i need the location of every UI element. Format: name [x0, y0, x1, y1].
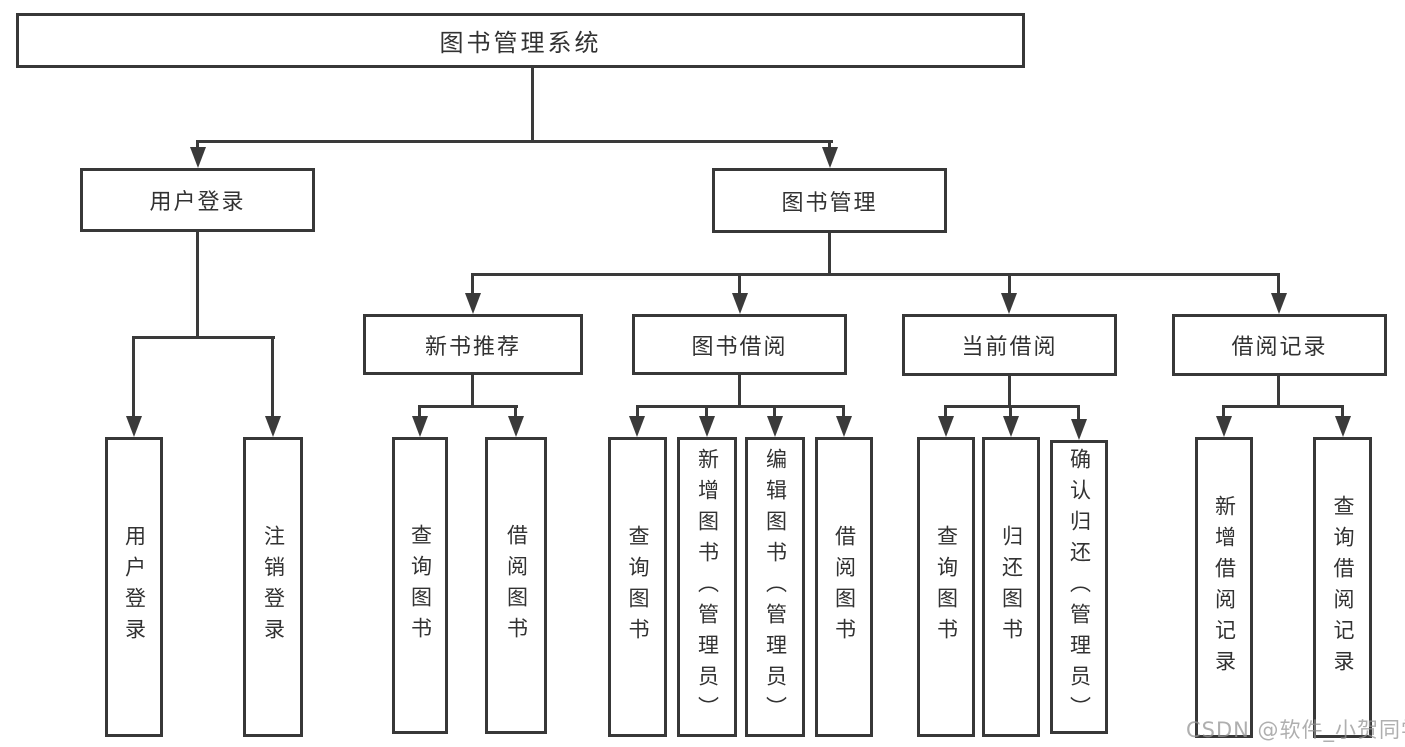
connector-stub	[738, 273, 741, 297]
arrow-down-icon	[190, 147, 206, 168]
arrow-down-icon	[412, 416, 428, 437]
connector-stub	[196, 140, 199, 152]
leaf-add-books-admin: 新增图书（管理员）	[677, 437, 737, 737]
leaf-query-books-recommend: 查询图书	[392, 437, 448, 734]
connector-group-branch	[419, 405, 518, 408]
arrow-down-icon	[822, 147, 838, 168]
connector-stub	[1008, 273, 1011, 297]
arrow-down-icon	[1335, 416, 1351, 437]
leaf-return-books: 归还图书	[982, 437, 1040, 737]
connector-group-drop	[738, 375, 741, 407]
leaf-confirm-return-admin: 确认归还（管理员）	[1050, 440, 1108, 734]
node-current-borrowing: 当前借阅	[902, 314, 1117, 376]
connector-user-login-drop	[196, 232, 199, 336]
node-label: 借阅记录	[1231, 335, 1328, 360]
connector-stub	[1341, 405, 1344, 419]
arrow-down-icon	[1216, 416, 1232, 437]
node-library-management-system: 图书管理系统	[16, 13, 1025, 68]
connector-group-drop	[1277, 376, 1280, 407]
arrow-down-icon	[465, 293, 481, 314]
arrow-down-icon	[938, 416, 954, 437]
node-label: 新书推荐	[424, 334, 521, 360]
leaf-label: 注销登录	[261, 525, 286, 649]
connector-stub	[842, 405, 845, 419]
connector-stub	[828, 140, 831, 152]
arrow-down-icon	[1003, 416, 1019, 437]
connector-stub	[636, 405, 639, 419]
leaf-label: 用户登录	[122, 525, 147, 649]
connector-level3-branch	[471, 273, 1280, 276]
connector-stub	[271, 336, 274, 418]
connector-stub	[773, 405, 776, 419]
leaf-label: 新增借阅记录	[1212, 494, 1237, 681]
connector-root-drop	[531, 68, 534, 140]
node-new-book-recommendation: 新书推荐	[363, 314, 583, 375]
leaf-query-books-borrow: 查询图书	[608, 437, 667, 737]
connector-stub	[418, 405, 421, 419]
leaf-label: 查询借阅记录	[1331, 494, 1355, 681]
arrow-down-icon	[126, 416, 142, 437]
connector-stub	[1077, 405, 1080, 421]
leaf-label: 查询图书	[626, 525, 650, 649]
arrow-down-icon	[699, 416, 715, 437]
leaf-label: 编辑图书（管理员）	[763, 447, 788, 727]
leaf-label: 归还图书	[999, 525, 1024, 649]
leaf-query-borrow-record: 查询借阅记录	[1313, 437, 1372, 738]
connector-stub	[471, 273, 474, 297]
leaf-label: 借阅图书	[504, 523, 529, 648]
arrow-down-icon	[767, 416, 783, 437]
arrow-down-icon	[836, 416, 852, 437]
leaf-label: 新增图书（管理员）	[695, 447, 720, 727]
node-label: 图书管理系统	[439, 29, 602, 57]
leaf-borrow-books-recommend: 借阅图书	[485, 437, 547, 734]
node-label: 图书借阅	[691, 334, 788, 360]
arrow-down-icon	[629, 416, 645, 437]
arrow-down-icon	[1001, 293, 1017, 314]
leaf-edit-books-admin: 编辑图书（管理员）	[745, 437, 805, 737]
connector-group-drop	[471, 375, 474, 407]
arrow-down-icon	[1071, 419, 1087, 440]
csdn-watermark: CSDN @软件_小贺同学	[1186, 718, 1405, 742]
connector-stub	[705, 405, 708, 419]
leaf-label: 查询图书	[408, 523, 433, 648]
node-book-borrowing: 图书借阅	[632, 314, 847, 375]
arrow-down-icon	[732, 293, 748, 314]
connector-stub	[1222, 405, 1225, 419]
connector-level2-branch	[197, 140, 833, 143]
leaf-label: 确认归还（管理员）	[1067, 447, 1092, 727]
arrow-down-icon	[1271, 293, 1287, 314]
connector-book-mgmt-drop	[828, 233, 831, 275]
leaf-logout: 注销登录	[243, 437, 303, 737]
connector-stub	[132, 336, 135, 418]
arrow-down-icon	[265, 416, 281, 437]
connector-stub	[1009, 405, 1012, 419]
node-label: 图书管理	[781, 190, 878, 216]
leaf-user-login: 用户登录	[105, 437, 163, 737]
connector-group-drop	[1008, 376, 1011, 407]
connector-group-branch	[636, 405, 845, 408]
leaf-add-borrow-record: 新增借阅记录	[1195, 437, 1253, 738]
leaf-label: 查询图书	[934, 525, 959, 649]
connector-group-branch	[945, 405, 1080, 408]
node-label: 当前借阅	[961, 335, 1058, 360]
connector-stub	[944, 405, 947, 419]
node-label: 用户登录	[149, 190, 246, 215]
node-borrowing-records: 借阅记录	[1172, 314, 1387, 376]
connector-stub	[514, 405, 517, 419]
leaf-label: 借阅图书	[832, 525, 857, 649]
connector-stub	[1277, 273, 1280, 297]
connector-user-login-branch	[133, 336, 275, 339]
connector-group-branch	[1223, 405, 1344, 408]
arrow-down-icon	[508, 416, 524, 437]
leaf-borrow-books: 借阅图书	[815, 437, 873, 737]
leaf-query-books-current: 查询图书	[917, 437, 975, 737]
node-book-management: 图书管理	[712, 168, 947, 233]
node-user-login: 用户登录	[80, 168, 315, 232]
